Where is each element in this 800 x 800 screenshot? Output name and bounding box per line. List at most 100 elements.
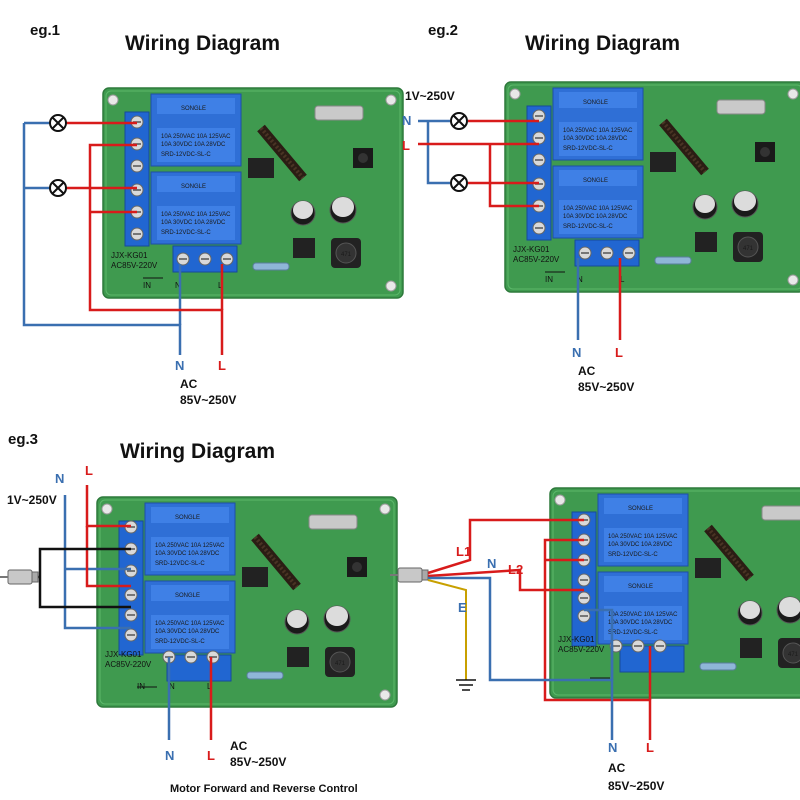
- eg2-relay1-brand: SONGLE: [583, 100, 608, 106]
- eg1-l-label: L: [218, 358, 226, 373]
- eg3-relay2-line2: 10A 30VDC 10A 28VDC: [155, 629, 220, 635]
- eg1-relay2-model: SRD-12VDC-SL-C: [161, 230, 211, 236]
- eg3-coil-label: 471: [335, 661, 346, 667]
- eg4-relay1-line1: 10A 250VAC 10A 125VAC: [608, 534, 678, 540]
- eg3-input-l: L: [85, 463, 93, 478]
- eg3-l-label: L: [207, 748, 215, 763]
- eg1-rating-label: AC85V-220V: [111, 261, 158, 270]
- eg3-rating-label: AC85V-220V: [105, 660, 152, 669]
- eg1-tag: eg.1: [30, 22, 60, 39]
- eg3-motor-icon: [0, 569, 39, 585]
- eg1-relay2-brand: SONGLE: [181, 184, 206, 190]
- eg2-in-n: N: [577, 275, 583, 284]
- eg3-in-n: N: [169, 682, 175, 691]
- eg2-relay1-line2: 10A 30VDC 10A 28VDC: [563, 136, 628, 142]
- eg1-lamp1-icon: [49, 114, 67, 132]
- eg2-relay2-model: SRD-12VDC-SL-C: [563, 224, 613, 230]
- eg2-in-label: IN: [545, 275, 553, 284]
- eg2-in-l: L: [620, 275, 625, 284]
- eg2-relay2-line2: 10A 30VDC 10A 28VDC: [563, 214, 628, 220]
- eg2-tag: eg.2: [428, 22, 458, 39]
- eg3-title: Wiring Diagram: [120, 440, 275, 463]
- eg2-voltage-label: 85V~250V: [578, 380, 634, 394]
- eg2-coil-label: 471: [743, 246, 754, 252]
- eg1-in-n: N: [175, 281, 181, 290]
- eg2-input-voltage: 1V~250V: [405, 89, 455, 103]
- eg4-relay1-line2: 10A 30VDC 10A 28VDC: [608, 542, 673, 548]
- eg2-lamp1-icon: [450, 112, 468, 130]
- eg4-board: SONGLE 10A 250VAC 10A 125VAC 10A 30VDC 1…: [550, 488, 800, 698]
- eg1-n-label: N: [175, 358, 184, 373]
- eg1-wire-neutral: [22, 123, 182, 355]
- eg4-voltage-label: 85V~250V: [608, 779, 664, 793]
- eg3-voltage-label: 85V~250V: [230, 755, 286, 769]
- eg2-input-l: L: [402, 138, 410, 153]
- eg3-relay2-brand: SONGLE: [175, 593, 200, 599]
- eg3-relay1-line1: 10A 250VAC 10A 125VAC: [155, 543, 225, 549]
- eg2-rating-label: AC85V-220V: [513, 255, 560, 264]
- eg2-model-label: JJX-KG01: [513, 245, 550, 254]
- eg1-relay2-line1: 10A 250VAC 10A 125VAC: [161, 212, 231, 218]
- diagram-eg2: eg.2 Wiring Diagram SONGLE 10A 250VAC 10…: [402, 22, 800, 394]
- eg1-model-label: JJX-KG01: [111, 251, 148, 260]
- eg2-relay2-line1: 10A 250VAC 10A 125VAC: [563, 206, 633, 212]
- eg4-relay2-brand: SONGLE: [628, 584, 653, 590]
- eg4-l2-label: L2: [508, 562, 523, 577]
- eg3-relay2-line1: 10A 250VAC 10A 125VAC: [155, 621, 225, 627]
- eg3-ac-label: AC: [230, 739, 248, 753]
- eg1-relay1-model: SRD-12VDC-SL-C: [161, 152, 211, 158]
- eg4-coil-label: 471: [788, 652, 799, 658]
- eg4-l-label: L: [646, 740, 654, 755]
- eg2-relay1-line1: 10A 250VAC 10A 125VAC: [563, 128, 633, 134]
- eg1-relay1-line2: 10A 30VDC 10A 28VDC: [161, 142, 226, 148]
- eg3-relay2-model: SRD-12VDC-SL-C: [155, 639, 205, 645]
- eg1-board: SONGLE 10A 250VAC 10A 125VAC 10A 30VDC 1…: [103, 88, 403, 298]
- diagram-eg1: eg.1 Wiring Diagram SONGLE 10A 250VAC 10…: [22, 22, 403, 407]
- eg2-n-label: N: [572, 345, 581, 360]
- eg3-in-label: IN: [137, 682, 145, 691]
- eg2-board: SONGLE 10A 250VAC 10A 125VAC 10A 30VDC 1…: [505, 82, 800, 292]
- eg4-wire-l2: [427, 568, 584, 592]
- eg1-wire-live: [88, 143, 224, 355]
- eg3-input-voltage: 1V~250V: [7, 493, 57, 507]
- eg4-model-label: JJX-KG01: [558, 635, 595, 644]
- eg1-in-label: IN: [143, 281, 151, 290]
- eg3-n-label: N: [165, 748, 174, 763]
- eg2-input-n: N: [402, 113, 411, 128]
- eg1-title: Wiring Diagram: [125, 32, 280, 55]
- eg1-voltage-label: 85V~250V: [180, 393, 236, 407]
- eg2-relay2-brand: SONGLE: [583, 178, 608, 184]
- eg3-input-n: N: [55, 471, 64, 486]
- eg4-wire-l1: [427, 518, 584, 575]
- eg4-rating-label: AC85V-220V: [558, 645, 605, 654]
- eg3-in-l: L: [207, 682, 212, 691]
- eg4-relay1-model: SRD-12VDC-SL-C: [608, 552, 658, 558]
- eg3-board: SONGLE 10A 250VAC 10A 125VAC 10A 30VDC 1…: [97, 497, 397, 707]
- eg1-lamp2-icon: [49, 179, 67, 197]
- eg3-caption: Motor Forward and Reverse Control: [170, 783, 358, 795]
- eg2-l-label: L: [615, 345, 623, 360]
- eg2-title: Wiring Diagram: [525, 32, 680, 55]
- eg4-wire-earth: [427, 579, 467, 680]
- eg3-model-label: JJX-KG01: [105, 650, 142, 659]
- eg4-wire-neutral: [428, 576, 614, 740]
- eg1-relay2-line2: 10A 30VDC 10A 28VDC: [161, 220, 226, 226]
- eg1-in-l: L: [218, 281, 223, 290]
- eg4-n-label: N: [608, 740, 617, 755]
- eg3-relay1-model: SRD-12VDC-SL-C: [155, 561, 205, 567]
- eg2-ac-label: AC: [578, 364, 596, 378]
- eg4-relay2-model: SRD-12VDC-SL-C: [608, 630, 658, 636]
- eg4-ground-icon: [456, 679, 476, 691]
- eg3-wire-motor-a: [38, 547, 131, 577]
- eg3-tag: eg.3: [8, 431, 38, 448]
- diagram-eg3: eg.3 Wiring Diagram SONGLE 10A 250VAC 10…: [0, 431, 397, 795]
- eg3-wire-neutral-in: [63, 495, 131, 630]
- eg1-relay1-brand: SONGLE: [181, 106, 206, 112]
- eg3-relay1-brand: SONGLE: [175, 515, 200, 521]
- diagram-eg4: SONGLE 10A 250VAC 10A 125VAC 10A 30VDC 1…: [389, 488, 800, 793]
- eg4-ac-label: AC: [608, 761, 626, 775]
- eg3-wire-motor-b: [38, 577, 131, 609]
- eg4-e-label: E: [458, 600, 467, 615]
- eg1-relay1-line1: 10A 250VAC 10A 125VAC: [161, 134, 231, 140]
